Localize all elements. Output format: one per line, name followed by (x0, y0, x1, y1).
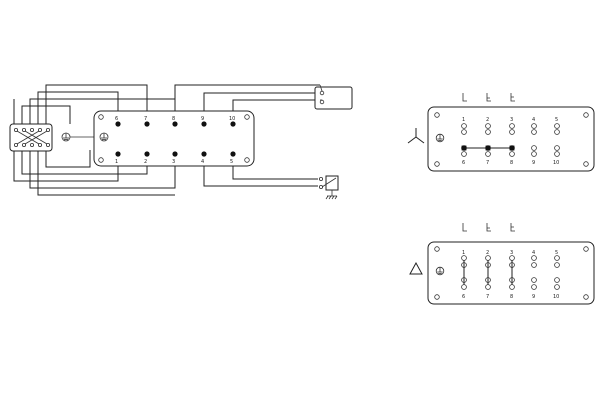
terminal-dot-icon (115, 121, 121, 127)
terminal-label: 8 (510, 294, 513, 300)
terminal-label: 3 (510, 250, 513, 256)
terminal-label: 7 (486, 294, 489, 300)
terminal-label: 10 (553, 160, 559, 166)
mount-hole (98, 157, 104, 163)
delta-group: 1 2 3 4 5 6 7 8 9 10 (409, 223, 595, 305)
delta-terminal-block (427, 241, 595, 305)
star-terminals (461, 123, 560, 157)
terminal-dot-icon (115, 151, 121, 157)
star-terminal-block (427, 106, 595, 172)
terminal-label: 6 (462, 160, 465, 166)
ground-icon (61, 132, 98, 142)
left-wiring-group: 6 7 8 9 10 1 2 3 4 5 (9, 84, 353, 200)
pin-label: 7 (144, 116, 147, 122)
terminal-column (531, 123, 537, 157)
ground-icon (99, 132, 109, 142)
star-group: 1 2 3 4 5 6 7 8 9 10 (407, 93, 595, 172)
terminal-column (554, 123, 560, 157)
terminal-label: 10 (553, 294, 559, 300)
terminal-column (461, 255, 467, 290)
pin-label: 1 (115, 159, 118, 165)
terminal-label: 1 (462, 250, 465, 256)
supply-markers (462, 223, 515, 232)
terminal-label: 2 (486, 117, 489, 123)
terminal-label: 8 (510, 160, 513, 166)
delta-terminals (461, 255, 560, 290)
pin-label: 2 (144, 159, 147, 165)
pin-label: 8 (172, 116, 175, 122)
pin-label: 6 (115, 116, 118, 122)
terminal-dot-icon (144, 121, 150, 127)
terminal-label: 5 (555, 117, 558, 123)
terminal-column (485, 255, 491, 290)
terminal-label: 5 (555, 250, 558, 256)
terminal-label: 2 (486, 250, 489, 256)
terminal-label: 6 (462, 294, 465, 300)
terminal-dot-icon (144, 151, 150, 157)
terminal-label: 9 (532, 160, 535, 166)
terminal-dot-icon (230, 121, 236, 127)
pin-label: 3 (172, 159, 175, 165)
pin-label: 4 (201, 159, 204, 165)
pin-label: 9 (201, 116, 204, 122)
motor-icon (318, 175, 339, 200)
terminal-dot-icon (230, 151, 236, 157)
terminal-box (314, 84, 353, 110)
ground-icon (435, 133, 445, 143)
terminal-dot-icon (201, 151, 207, 157)
wires (13, 84, 320, 196)
terminal-column (554, 255, 560, 290)
terminal-column (509, 255, 515, 290)
mount-hole (244, 157, 250, 163)
terminal-label: 4 (532, 250, 535, 256)
ground-icon (435, 266, 445, 276)
terminal-label: 9 (532, 294, 535, 300)
terminal-dot-icon (201, 121, 207, 127)
terminal-label: 1 (462, 117, 465, 123)
star-connection-icon (407, 128, 425, 144)
mount-hole (98, 114, 104, 120)
supply-markers (462, 93, 515, 102)
terminal-label: 7 (486, 160, 489, 166)
mount-hole (244, 114, 250, 120)
terminal-dot-icon (172, 121, 178, 127)
pin-label: 10 (229, 116, 235, 122)
main-connector: 6 7 8 9 10 1 2 3 4 5 (93, 110, 255, 167)
pin-label: 5 (230, 159, 233, 165)
terminal-label: 4 (532, 117, 535, 123)
terminal-column (531, 255, 537, 290)
terminal-label: 3 (510, 117, 513, 123)
delta-connection-icon (409, 261, 423, 275)
switch-icon (9, 123, 53, 152)
terminal-dot-icon (172, 151, 178, 157)
